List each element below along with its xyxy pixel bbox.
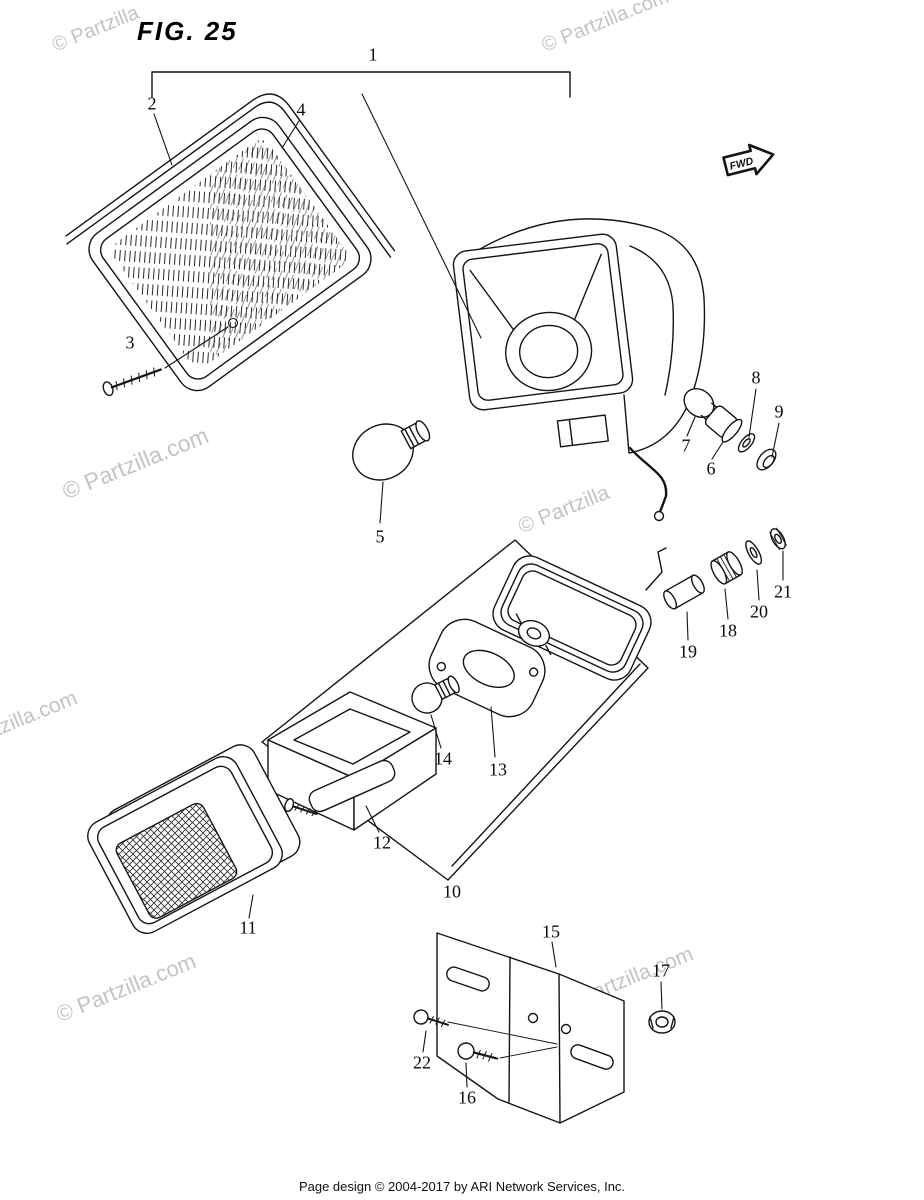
plate-screw-b [284, 798, 318, 817]
rear-lamp-wire [645, 547, 667, 591]
bracket-screw-16 [457, 1042, 499, 1062]
bracket-screw-22 [413, 1009, 449, 1027]
bulb-small-part [411, 675, 460, 714]
socket-group-part [683, 387, 777, 471]
footer-credit: Page design © 2004-2017 by ARI Network S… [298, 1179, 626, 1194]
wire-lead [628, 446, 668, 514]
bracket-nut-17 [648, 1010, 676, 1034]
fwd-arrow: FWD [722, 143, 775, 177]
assembly-bracket-line [151, 71, 571, 98]
lamp-body-part [267, 691, 437, 831]
spacer-set-part [663, 527, 787, 610]
figure-title: FIG. 25 [137, 16, 238, 46]
license-bracket-part [436, 932, 625, 1124]
lens-screw-part [102, 367, 162, 397]
bulb-large-part [352, 420, 431, 481]
fwd-arrow-label: FWD [728, 155, 755, 173]
lamp-housing-part [452, 218, 706, 522]
rear-lamp-base-part [492, 555, 652, 681]
leader-lines [153, 93, 784, 1088]
